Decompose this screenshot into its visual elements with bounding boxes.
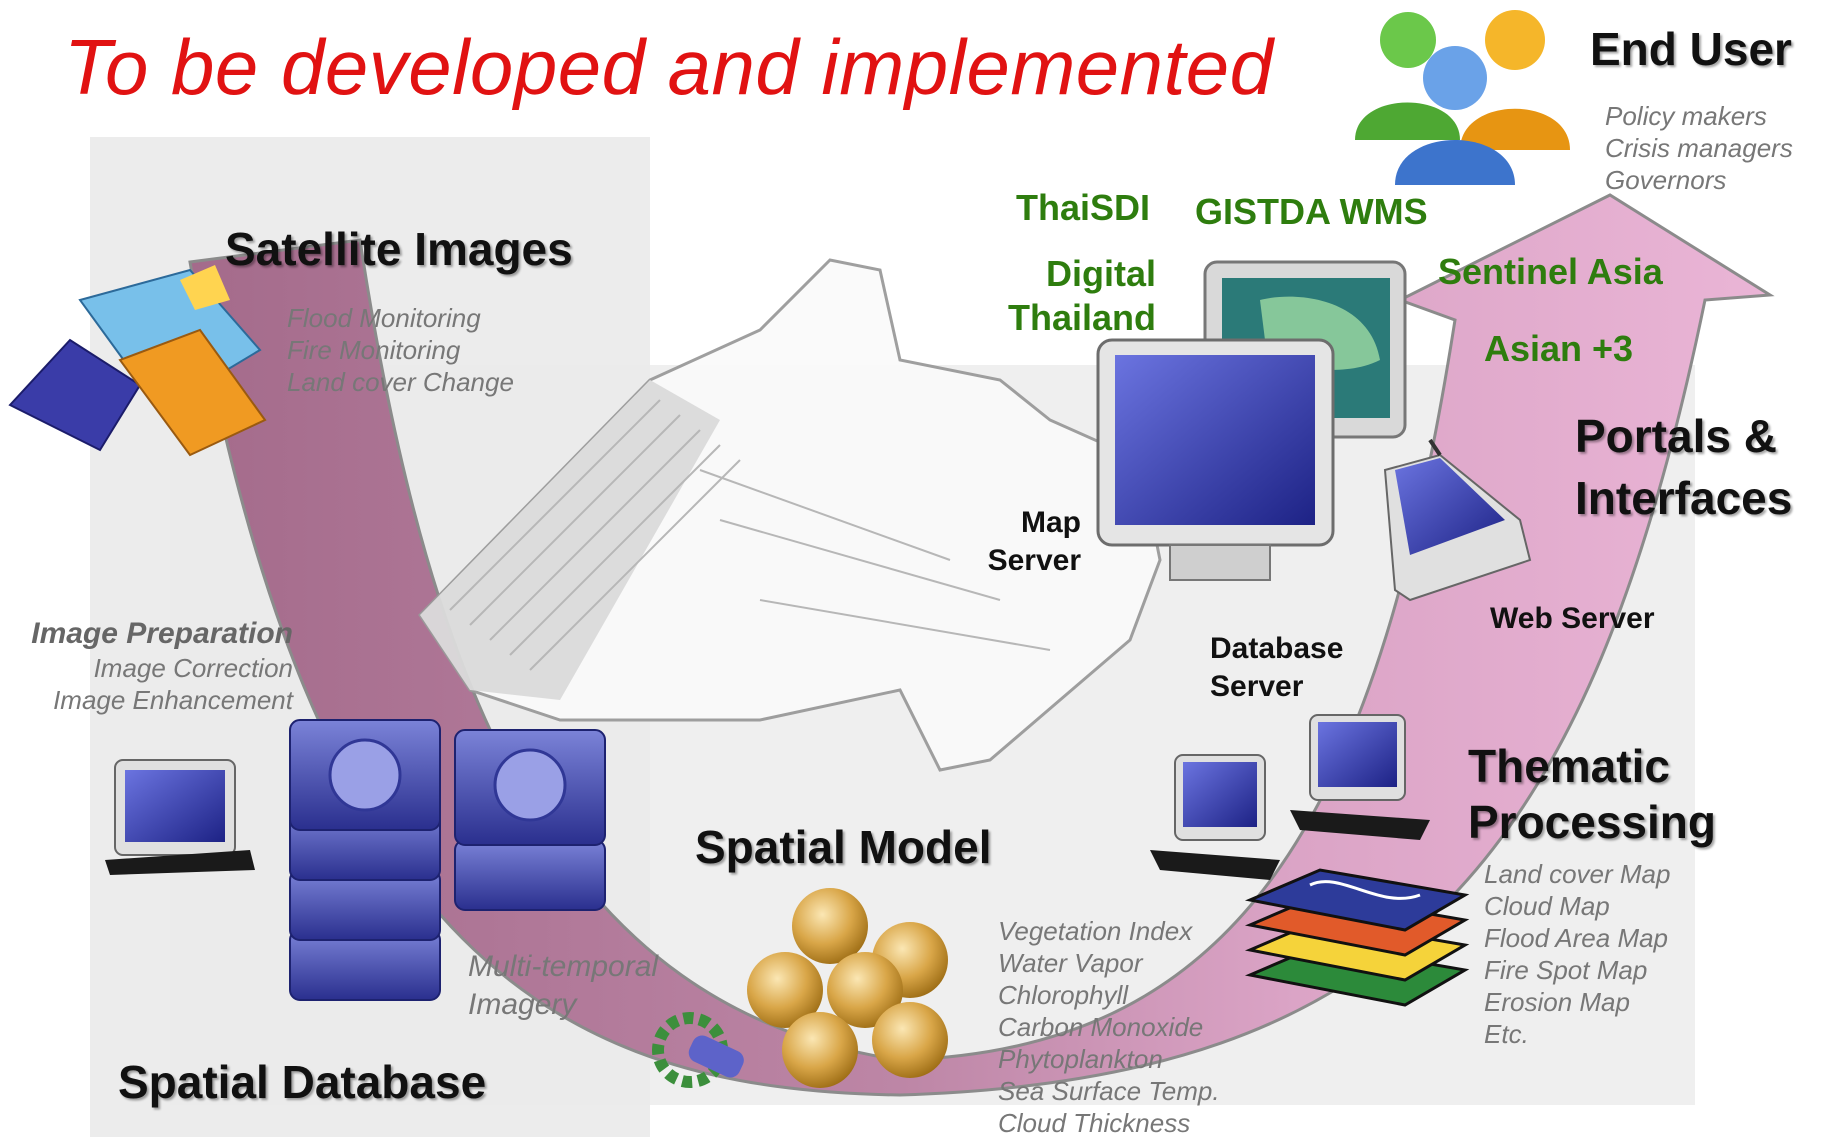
- image-preparation-block: Image Preparation Image Correction Image…: [10, 616, 293, 716]
- thematic-layers-image: [1244, 868, 1470, 1007]
- spatial-model-item: Water Vapor: [998, 948, 1143, 978]
- multi-temporal-label: Multi-temporal Imagery: [468, 948, 658, 1024]
- spatial-model-item: Carbon Monoxide: [998, 1012, 1204, 1042]
- satellite-item: Land cover Change: [287, 367, 514, 397]
- satellite-images-list: Flood Monitoring Fire Monitoring Land co…: [287, 302, 514, 398]
- thematic-item: Erosion Map: [1484, 987, 1630, 1017]
- sentinel-asia-label: Sentinel Asia: [1438, 251, 1663, 292]
- web-server-image: [1383, 438, 1532, 602]
- satellite-item: Fire Monitoring: [287, 335, 461, 365]
- spatial-database-heading: Spatial Database: [118, 1056, 487, 1108]
- end-user-item: Crisis managers: [1605, 133, 1793, 163]
- gear-tool-icon: [652, 1012, 744, 1088]
- thematic-item: Cloud Map: [1484, 891, 1610, 921]
- end-user-heading: End User: [1590, 23, 1792, 75]
- satellite-item: Flood Monitoring: [287, 303, 481, 333]
- multi-temporal-line: Imagery: [468, 988, 577, 1021]
- thematic-item: Flood Area Map: [1484, 923, 1669, 953]
- multi-temporal-line: Multi-temporal: [468, 950, 659, 983]
- page-title: To be developed and implemented: [64, 23, 1274, 111]
- spatial-model-list: Vegetation Index Water Vapor Chlorophyll…: [998, 915, 1220, 1139]
- spatial-model-item: Phytoplankton: [998, 1044, 1163, 1074]
- database-server-monitors-image: [1150, 714, 1430, 880]
- asian-plus-3-label: Asian +3: [1484, 328, 1634, 369]
- thematic-list: Land cover Map Cloud Map Flood Area Map …: [1484, 858, 1670, 1050]
- gistda-wms-label: GISTDA WMS: [1195, 191, 1428, 232]
- portals-heading-line: Portals &: [1575, 410, 1777, 462]
- map-server-line: Server: [987, 544, 1081, 577]
- image-prep-item: Image Correction: [93, 653, 293, 683]
- map-server-monitor-image: [1096, 338, 1335, 581]
- thematic-heading-line: Thematic: [1468, 740, 1670, 792]
- end-user-people-image: [1355, 10, 1570, 185]
- spatial-model-item: Cloud Thickness: [998, 1108, 1191, 1138]
- portals-heading-line: Interfaces: [1575, 472, 1793, 524]
- satellite-images-heading: Satellite Images: [225, 223, 573, 275]
- thematic-heading-line: Processing: [1468, 796, 1716, 848]
- thematic-item: Etc.: [1484, 1019, 1529, 1049]
- spatial-model-heading: Spatial Model: [695, 821, 992, 873]
- workstation-monitor-image: [105, 759, 255, 875]
- thematic-item: Fire Spot Map: [1484, 955, 1648, 985]
- disk-stack-right-image: [454, 729, 606, 911]
- web-server-label: Web Server: [1490, 602, 1655, 635]
- spatial-model-item: Chlorophyll: [998, 980, 1129, 1010]
- database-server-label: Database Server: [1210, 630, 1343, 706]
- relief-map-image: [418, 258, 1162, 772]
- end-user-list: Policy makers Crisis managers Governors: [1605, 100, 1793, 196]
- spatial-model-item: Sea Surface Temp.: [998, 1076, 1220, 1106]
- end-user-item: Governors: [1605, 165, 1727, 195]
- digital-thailand-line: Thailand: [1007, 297, 1156, 338]
- workflow-arrow: [188, 193, 1775, 1097]
- end-user-item: Policy makers: [1605, 101, 1767, 131]
- thematic-processing-heading: Thematic Processing: [1468, 738, 1716, 850]
- thematic-item: Land cover Map: [1484, 859, 1671, 889]
- portals-interfaces-heading: Portals & Interfaces: [1575, 405, 1792, 529]
- digital-thailand-label: Digital Thailand: [1000, 252, 1156, 340]
- map-server-line: Map: [1021, 506, 1081, 539]
- map-server-label: Map Server: [976, 504, 1081, 580]
- image-preparation-heading: Image Preparation: [31, 617, 293, 650]
- satellite-image: [8, 265, 267, 457]
- spatial-model-item: Vegetation Index: [998, 916, 1193, 946]
- database-server-line: Database: [1210, 632, 1344, 665]
- image-prep-item: Image Enhancement: [53, 685, 293, 715]
- digital-thailand-line: Digital: [1045, 253, 1156, 294]
- thaisdi-label: ThaiSDI: [1016, 187, 1151, 228]
- disk-stack-left-image: [289, 719, 441, 1001]
- database-server-line: Server: [1210, 670, 1304, 703]
- spatial-model-spheres-image: [747, 888, 948, 1088]
